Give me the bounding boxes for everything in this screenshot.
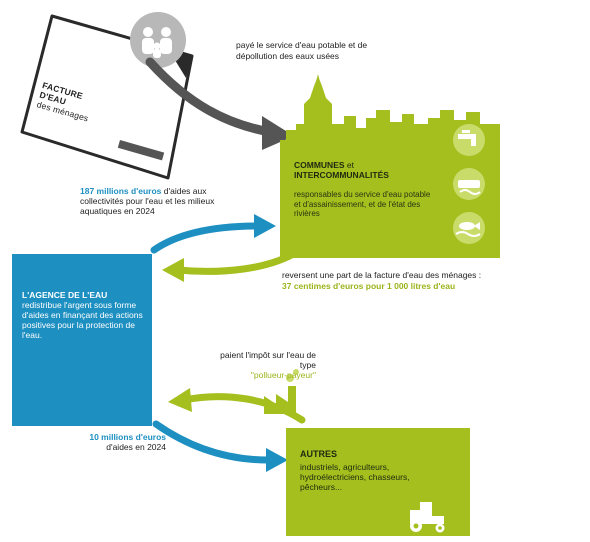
aid-autres-text: 10 millions d'euros d'aides en 2024 — [26, 432, 166, 452]
tax-text: paient l'impôt sur l'eau de type "pollue… — [212, 350, 316, 380]
tax-line: paient l'impôt sur l'eau de type — [220, 350, 316, 370]
agence-text: L'AGENCE DE L'EAU redistribue l'argent s… — [22, 290, 144, 340]
agence-description: redistribue l'argent sous forme d'aides … — [22, 300, 143, 340]
church-icon — [316, 74, 320, 82]
communes-box — [280, 74, 500, 258]
aid-bottom-rest: d'aides en 2024 — [106, 442, 166, 452]
communes-title-et: et — [344, 160, 354, 170]
share-line-2: 37 centimes d'euros pour 1 000 litres d'… — [282, 281, 456, 291]
paid-by-text: payé le service d'eau potable et de dépo… — [236, 40, 368, 61]
communes-title: COMMUNES et INTERCOMMUNALITÉS — [294, 160, 442, 180]
intercommunalites-title: INTERCOMMUNALITÉS — [294, 170, 389, 180]
aid-bottom-amount: 10 millions d'euros — [89, 432, 166, 442]
agence-title: L'AGENCE DE L'EAU — [22, 290, 108, 300]
family-icon — [130, 12, 186, 68]
aid-top-amount: 187 millions d'euros — [80, 186, 162, 196]
agence-box — [12, 254, 152, 426]
share-text: reversent une part de la facture d'eau d… — [282, 270, 582, 292]
share-line-1: reversent une part de la facture d'eau d… — [282, 270, 482, 280]
communes-title-bold: COMMUNES — [294, 160, 345, 170]
tax-quoted: "pollueur-payeur" — [250, 370, 316, 380]
fish-icon — [453, 212, 485, 244]
faucet-icon — [453, 124, 485, 156]
arrow-icon — [145, 57, 294, 150]
autres-description: industriels, agriculteurs, hydroélectric… — [300, 462, 410, 492]
tractor-icon — [410, 502, 445, 533]
autres-title: AUTRES — [300, 449, 338, 459]
communes-description: responsables du service d'eau potable et… — [294, 190, 431, 218]
aid-collectivites-text: 187 millions d'euros d'aides aux collect… — [80, 186, 238, 216]
water-treatment-icon — [453, 168, 485, 200]
aid-top-rest: d'aides aux collectivités pour l'eau et … — [80, 186, 215, 216]
